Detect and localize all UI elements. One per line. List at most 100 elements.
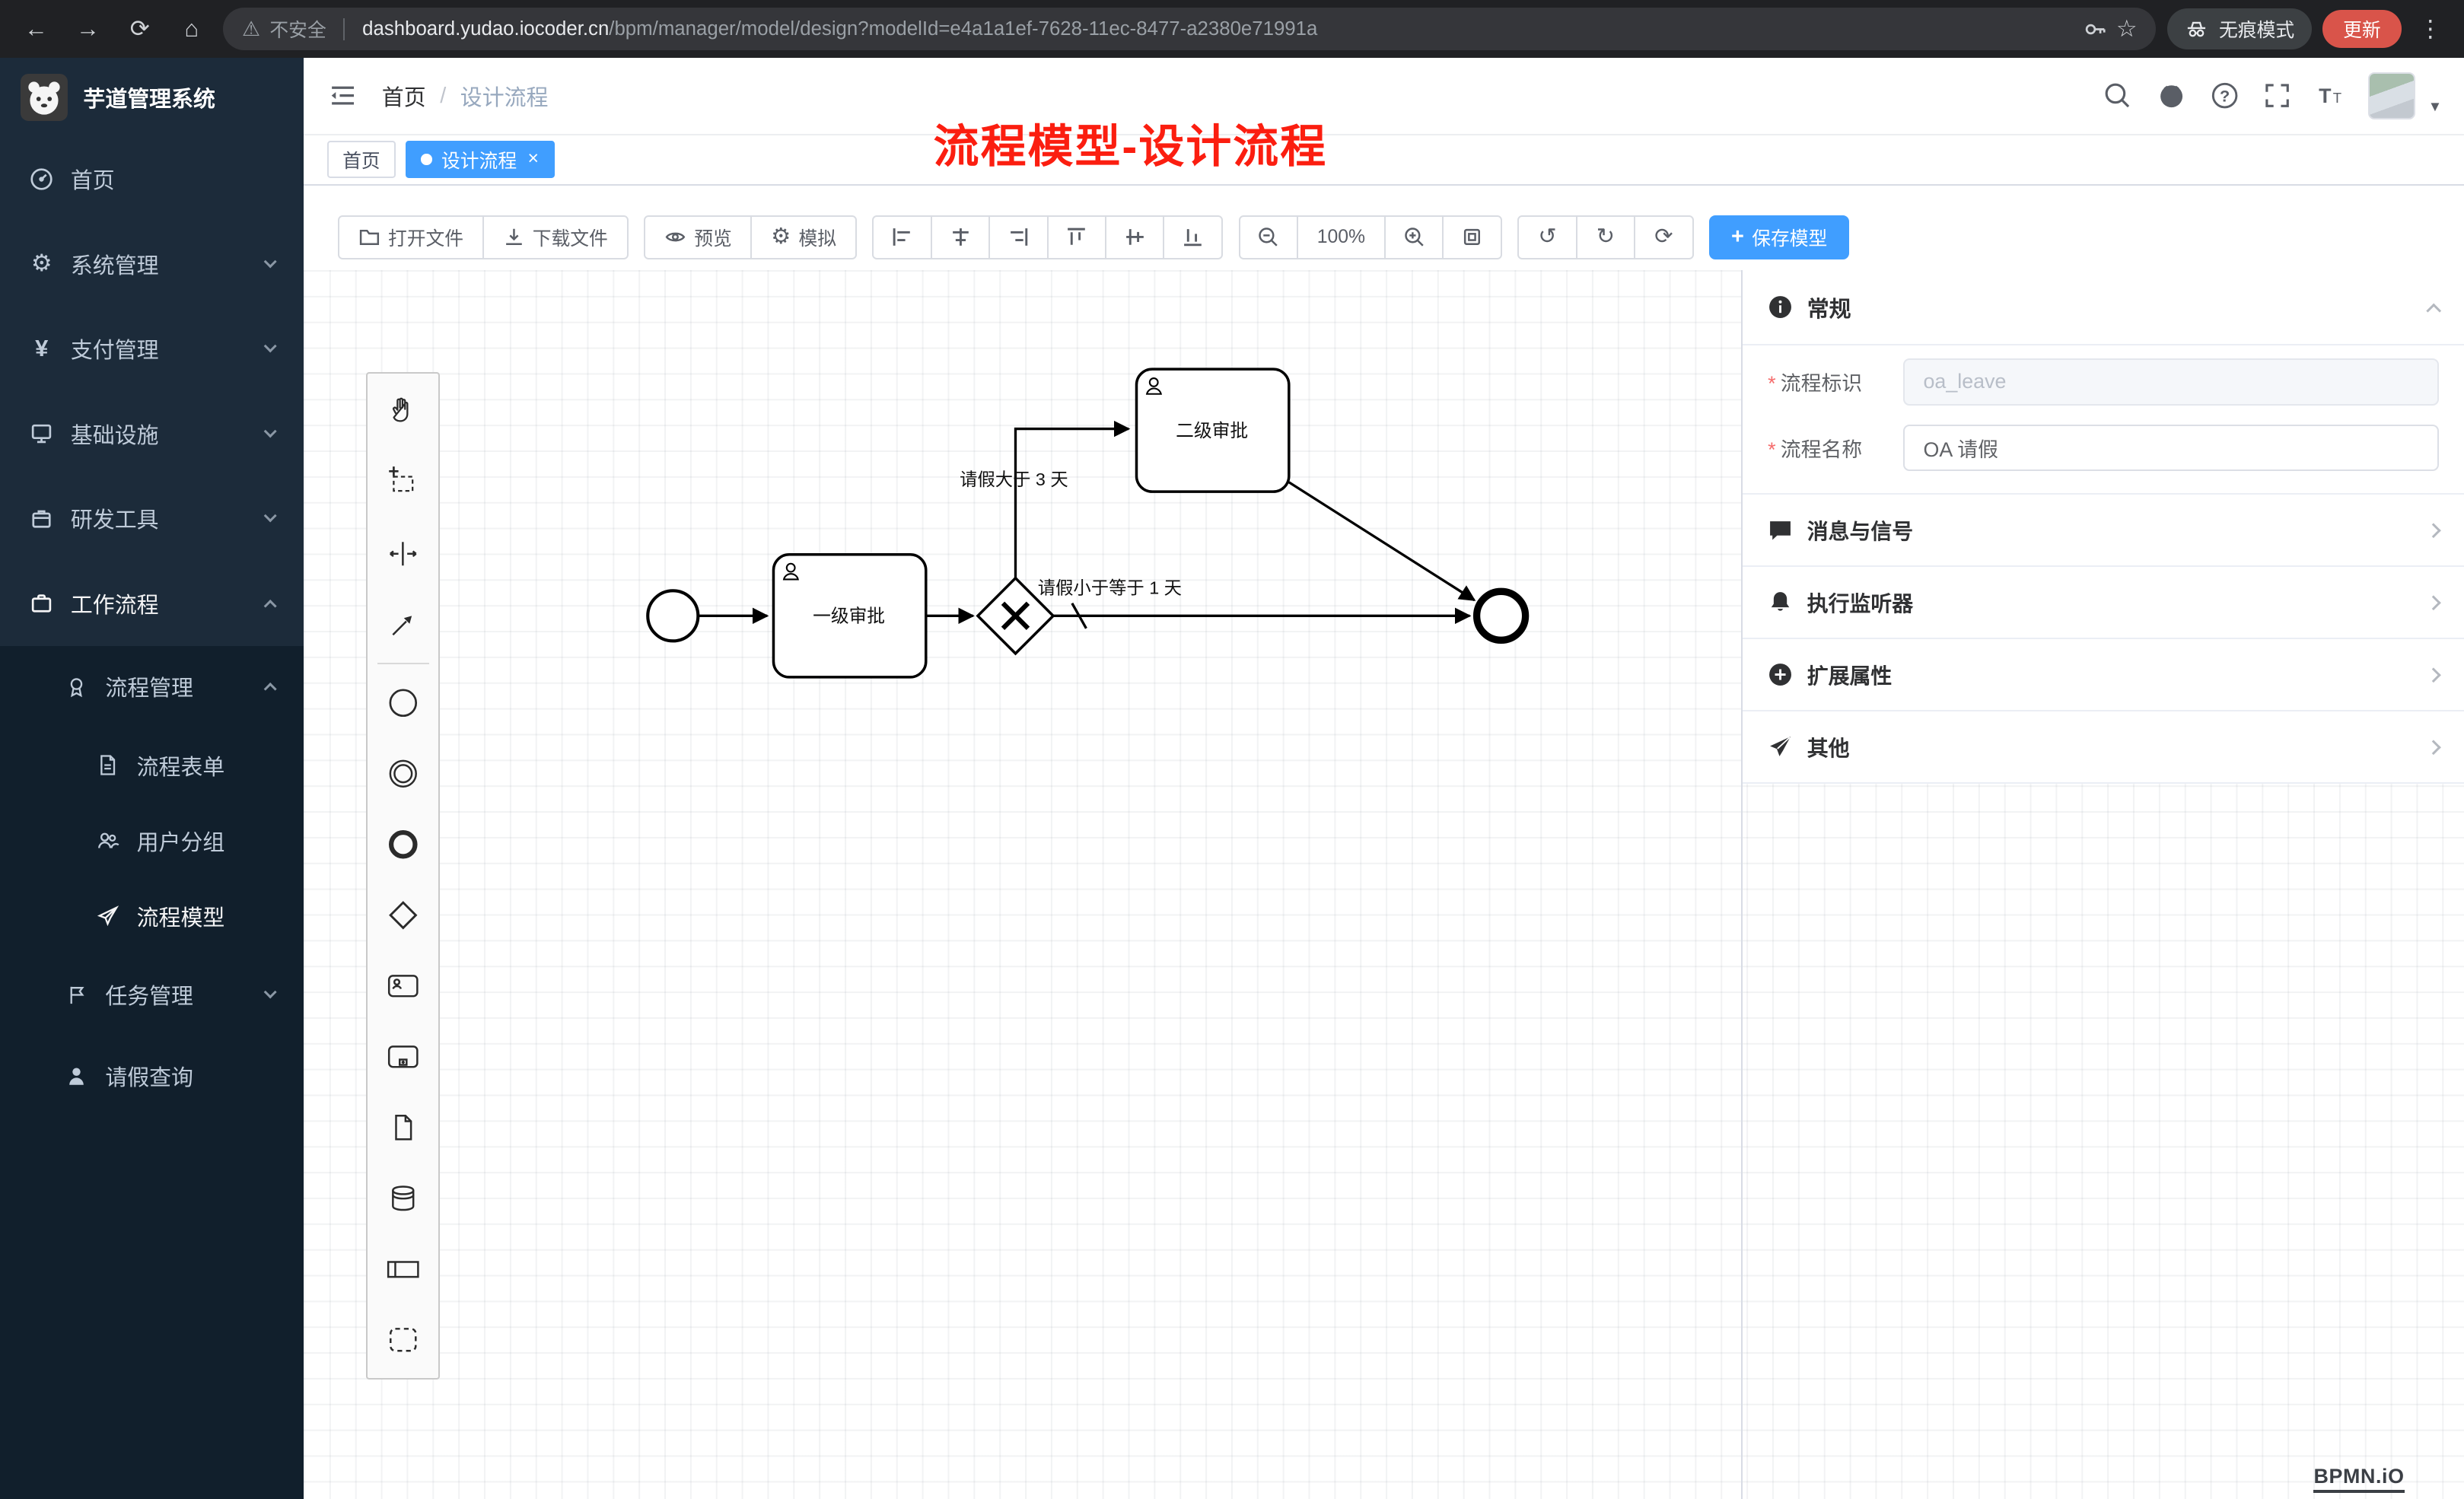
section-extended-properties[interactable]: 扩展属性 bbox=[1743, 638, 2464, 711]
active-dot-icon bbox=[421, 154, 432, 165]
section-execution-listeners[interactable]: 执行监听器 bbox=[1743, 565, 2464, 638]
sidebar-item-process-form[interactable]: 流程表单 bbox=[0, 727, 304, 803]
align-bottom-button[interactable] bbox=[1163, 215, 1223, 259]
task-label: 二级审批 bbox=[1176, 421, 1248, 441]
process-key-input[interactable] bbox=[1902, 358, 2440, 406]
sidebar-item-devtools[interactable]: 研发工具 bbox=[0, 476, 304, 562]
download-file-button[interactable]: 下载文件 bbox=[482, 215, 629, 259]
create-participant[interactable] bbox=[368, 1233, 438, 1304]
section-other[interactable]: 其他 bbox=[1743, 710, 2464, 783]
general-form: *流程标识 *流程名称 bbox=[1743, 345, 2464, 494]
sidebar-item-payment[interactable]: ¥ 支付管理 bbox=[0, 307, 304, 392]
save-model-button[interactable]: + 保存模型 bbox=[1709, 215, 1850, 259]
button-label: 模拟 bbox=[798, 228, 836, 250]
chevron-right-icon bbox=[2425, 594, 2442, 611]
section-title: 扩展属性 bbox=[1807, 664, 1893, 688]
create-data-store[interactable] bbox=[368, 1163, 438, 1233]
sidebar-item-process-model[interactable]: 流程模型 bbox=[0, 878, 304, 953]
app-logo: 芋道管理系统 bbox=[0, 58, 304, 136]
tab-design-process[interactable]: 设计流程 × bbox=[405, 140, 555, 179]
zoom-level-button[interactable]: 100% bbox=[1296, 215, 1386, 259]
open-file-button[interactable]: 打开文件 bbox=[337, 215, 484, 259]
process-name-input[interactable] bbox=[1902, 424, 2440, 472]
browser-menu-icon[interactable]: ⋮ bbox=[2418, 15, 2443, 43]
sidebar-item-label: 用户分组 bbox=[136, 830, 225, 855]
zoom-reset-icon bbox=[1463, 229, 1480, 246]
user-task-level1[interactable] bbox=[772, 553, 928, 679]
section-messages-signals[interactable]: 消息与信号 bbox=[1743, 493, 2464, 566]
bpmn-canvas[interactable]: 一级审批 二级审批 请假大于 3 天 请假小于等于 1 天 bbox=[303, 270, 2464, 1499]
create-group[interactable] bbox=[368, 1304, 438, 1375]
align-center-button[interactable] bbox=[930, 215, 991, 259]
sidebar-item-system[interactable]: ⚙ 系统管理 bbox=[0, 221, 304, 307]
undo-button[interactable]: ↺ bbox=[1517, 215, 1577, 259]
xor-marker bbox=[1001, 601, 1030, 631]
chevron-up-icon bbox=[2425, 302, 2442, 319]
paper-plane-icon bbox=[94, 904, 121, 928]
align-right-button[interactable] bbox=[988, 215, 1049, 259]
user-task-level2[interactable] bbox=[1135, 368, 1291, 494]
simulate-button[interactable]: ⚙ 模拟 bbox=[750, 215, 857, 259]
github-icon[interactable] bbox=[2157, 81, 2186, 110]
avatar-caret-icon[interactable]: ▼ bbox=[2427, 98, 2443, 115]
browser-forward-button[interactable]: → bbox=[68, 8, 109, 49]
svg-text:T: T bbox=[2333, 90, 2341, 106]
sequence-flow-gateway-to-task2[interactable] bbox=[1014, 421, 1130, 578]
sidebar-toggle-icon[interactable] bbox=[329, 81, 357, 110]
browser-back-button[interactable]: ← bbox=[16, 8, 57, 49]
create-data-object[interactable] bbox=[368, 1092, 438, 1163]
browser-update-button[interactable]: 更新 bbox=[2322, 10, 2402, 48]
align-middle-button[interactable] bbox=[1105, 215, 1165, 259]
password-key-icon[interactable] bbox=[2084, 18, 2107, 41]
create-start-event[interactable] bbox=[368, 668, 438, 739]
create-subprocess[interactable] bbox=[368, 1021, 438, 1092]
search-icon[interactable] bbox=[2103, 81, 2132, 110]
users-icon bbox=[94, 829, 121, 852]
svg-text:?: ? bbox=[2220, 87, 2230, 106]
person-icon bbox=[63, 1065, 90, 1088]
sidebar-item-user-group[interactable]: 用户分组 bbox=[0, 803, 304, 878]
create-user-task[interactable] bbox=[368, 950, 438, 1021]
preview-button[interactable]: 预览 bbox=[644, 215, 753, 259]
sidebar-item-infra[interactable]: 基础设施 bbox=[0, 391, 304, 476]
browser-reload-button[interactable]: ⟳ bbox=[119, 8, 161, 49]
close-icon[interactable]: × bbox=[527, 148, 539, 170]
align-left-button[interactable] bbox=[872, 215, 932, 259]
lasso-tool[interactable] bbox=[368, 447, 438, 518]
browser-home-button[interactable]: ⌂ bbox=[171, 8, 212, 49]
sidebar-item-workflow[interactable]: 工作流程 bbox=[0, 561, 304, 646]
sidebar-item-process-mgmt[interactable]: 流程管理 bbox=[0, 646, 304, 727]
bpmn-io-watermark[interactable]: BPMN.iO bbox=[2313, 1465, 2405, 1493]
bookmark-star-icon[interactable]: ☆ bbox=[2115, 15, 2138, 43]
end-event[interactable] bbox=[1472, 587, 1529, 644]
align-top-button[interactable] bbox=[1046, 215, 1107, 259]
fullscreen-icon[interactable] bbox=[2263, 81, 2291, 110]
create-end-event[interactable] bbox=[368, 809, 438, 880]
folder-icon bbox=[359, 230, 379, 246]
sidebar-item-home[interactable]: 首页 bbox=[0, 137, 304, 222]
sidebar-item-leave-query[interactable]: 请假查询 bbox=[0, 1036, 304, 1117]
space-tool[interactable] bbox=[368, 518, 438, 589]
redo-button[interactable]: ↻ bbox=[1575, 215, 1636, 259]
restart-button[interactable]: ⟳ bbox=[1634, 215, 1694, 259]
sidebar-item-label: 首页 bbox=[70, 169, 115, 194]
create-intermediate-event[interactable] bbox=[368, 738, 438, 809]
zoom-in-button[interactable] bbox=[1383, 215, 1444, 259]
section-general[interactable]: 常规 bbox=[1743, 270, 2464, 346]
user-avatar[interactable] bbox=[2368, 72, 2416, 119]
create-gateway[interactable] bbox=[368, 880, 438, 950]
url-bar[interactable]: ⚠ 不安全 dashboard.yudao.iocoder.cn/bpm/man… bbox=[223, 8, 2157, 51]
tab-home[interactable]: 首页 bbox=[326, 140, 396, 179]
sidebar-item-task-mgmt[interactable]: 任务管理 bbox=[0, 953, 304, 1035]
start-event[interactable] bbox=[645, 589, 699, 643]
global-connect-tool[interactable] bbox=[368, 589, 438, 660]
breadcrumb-home[interactable]: 首页 bbox=[381, 86, 426, 110]
help-icon[interactable]: ? bbox=[2210, 81, 2240, 110]
document-icon bbox=[94, 753, 121, 777]
sidebar-item-label: 流程表单 bbox=[136, 755, 225, 780]
zoom-reset-button[interactable] bbox=[1442, 215, 1502, 259]
sequence-flow-task2-to-end[interactable] bbox=[1288, 481, 1476, 602]
hand-tool[interactable] bbox=[368, 377, 438, 448]
zoom-out-button[interactable] bbox=[1238, 215, 1299, 259]
